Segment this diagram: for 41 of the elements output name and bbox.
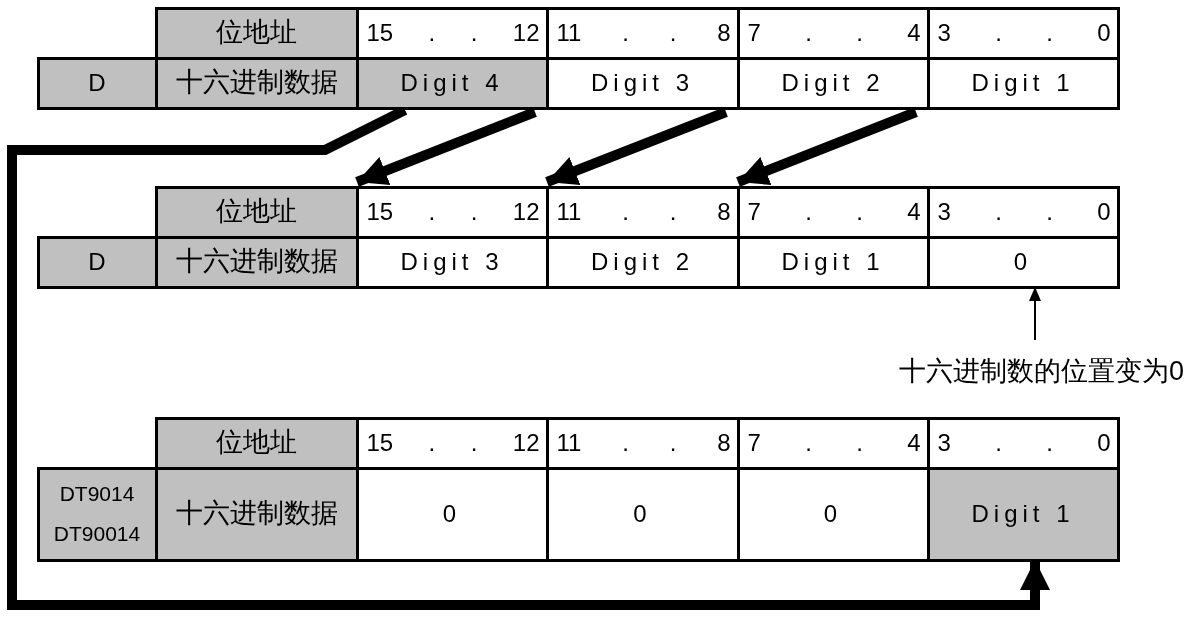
header-label: 十六进制数据 (175, 497, 338, 531)
bit-range-label: 11 . . 8 (555, 428, 732, 458)
table-cell (36, 235, 158, 289)
bit-range-label: 15 . . 12 (365, 18, 541, 48)
cell-value: Digit 3 (591, 68, 694, 98)
table-cell (36, 466, 158, 562)
cell-value: 0 (1013, 247, 1033, 277)
bit-range-label: 7 . . 4 (746, 428, 922, 458)
bit-range-label: 7 . . 4 (746, 197, 922, 227)
table-cell (154, 416, 359, 470)
cell-value: 0 (442, 499, 462, 529)
bit-range-label: 3 . . 0 (936, 428, 1112, 458)
bit-range-label: 11 . . 8 (555, 197, 732, 227)
cell-value: Digit 1 (781, 247, 885, 277)
header-label: 十六进制数据 (175, 66, 338, 100)
table-cell (154, 185, 359, 239)
register-label: D (88, 68, 106, 98)
header-label: 位地址 (216, 195, 297, 229)
cell-value: 0 (823, 499, 843, 529)
bit-range-label: 15 . . 12 (365, 197, 541, 227)
bit-range-label: 15 . . 12 (365, 428, 541, 458)
cell-value: Digit 1 (971, 68, 1075, 98)
cell-value: Digit 4 (400, 68, 504, 98)
table-cell (154, 6, 359, 60)
bit-range-label: 11 . . 8 (555, 18, 732, 48)
bit-range-label: 3 . . 0 (936, 18, 1112, 48)
register-label: D (88, 247, 106, 277)
bit-range-label: 7 . . 4 (746, 18, 922, 48)
annotation-text: 十六进制数的位置变为0 (898, 355, 1184, 389)
cell-value: Digit 2 (591, 247, 694, 277)
header-label: 十六进制数据 (175, 245, 338, 279)
register-label: DT90014 (53, 521, 141, 547)
cell-value: 0 (633, 499, 652, 529)
bit-range-label: 3 . . 0 (936, 197, 1112, 227)
table-cell (36, 56, 158, 110)
cell-value: Digit 2 (781, 68, 885, 98)
header-label: 位地址 (216, 426, 297, 460)
cell-value: Digit 1 (971, 499, 1075, 529)
register-label: DT9014 (59, 481, 135, 508)
cell-value: Digit 3 (400, 247, 504, 277)
header-label: 位地址 (216, 16, 297, 50)
